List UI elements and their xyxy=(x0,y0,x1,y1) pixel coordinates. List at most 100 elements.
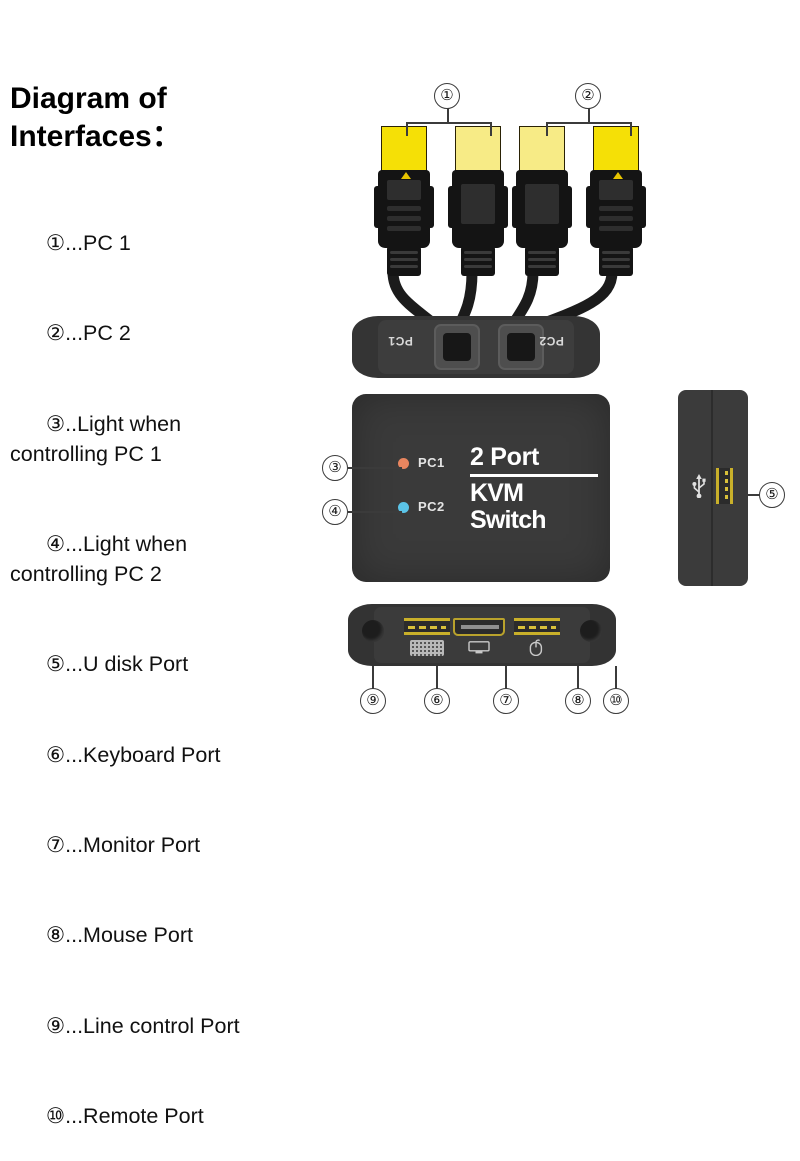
callout-5[interactable]: ⑤ xyxy=(759,482,785,508)
brand-line2: KVM Switch xyxy=(470,479,547,534)
hdmi-rib xyxy=(599,216,633,221)
legend-item: ⑨...Line control Port xyxy=(10,980,290,1070)
callout-1[interactable]: ① xyxy=(434,83,460,109)
legend-marker: ① xyxy=(45,231,66,256)
bracket-1-top xyxy=(406,122,492,124)
led-pc1-label: PC1 xyxy=(418,455,445,470)
rear-port-label-pc2: PC2 xyxy=(539,334,564,348)
legend-item: ③..Light when controlling PC 1 xyxy=(10,379,290,499)
leader-callout-9 xyxy=(372,666,374,690)
callout-9[interactable]: ⑨ xyxy=(360,688,386,714)
bracket-2-left xyxy=(546,122,548,136)
legend-marker: ⑧ xyxy=(45,923,66,948)
legend-label: ...U disk Port xyxy=(65,652,189,677)
remote-jack[interactable] xyxy=(580,620,602,642)
hdmi-shell xyxy=(374,170,434,248)
leader-callout-4 xyxy=(348,511,402,513)
hdmi-triangle-icon xyxy=(401,172,411,179)
hdmi-window xyxy=(461,184,495,224)
callout-8[interactable]: ⑧ xyxy=(565,688,591,714)
legend-label: ...PC 2 xyxy=(65,321,131,346)
leader-callout-10 xyxy=(615,666,617,690)
legend-label: ...Line control Port xyxy=(65,1013,240,1038)
diagram-canvas: Diagram of Interfaces： ①...PC 1 ②...PC 2… xyxy=(10,82,785,1128)
legend-marker: ⑦ xyxy=(45,832,66,857)
callout-3[interactable]: ③ xyxy=(322,455,348,481)
legend-marker: ⑨ xyxy=(45,1013,66,1038)
bracket-2-stem xyxy=(588,108,590,122)
callout-10[interactable]: ⑩ xyxy=(603,688,629,714)
hdmi-triangle-icon xyxy=(613,172,623,179)
legend-marker: ⑥ xyxy=(45,742,66,767)
legend-item: ①...PC 1 xyxy=(10,198,290,288)
hdmi-rib xyxy=(599,226,633,231)
hdmi-strain-relief xyxy=(599,246,633,276)
hdmi-window xyxy=(525,184,559,224)
usb-mouse-port[interactable] xyxy=(514,618,560,635)
legend-label: ...PC 1 xyxy=(65,231,131,256)
hdmi-shell xyxy=(586,170,646,248)
hdmi-tip xyxy=(381,126,427,172)
usb-trident-icon xyxy=(692,474,706,498)
callout-2[interactable]: ② xyxy=(575,83,601,109)
bracket-1-left xyxy=(406,122,408,136)
legend-item: ⑦...Monitor Port xyxy=(10,800,290,890)
monitor-icon xyxy=(468,641,490,654)
hdmi-shell xyxy=(448,170,508,248)
legend-list: ①...PC 1 ②...PC 2 ③..Light when controll… xyxy=(10,198,290,1161)
usb-a-port-udisk[interactable] xyxy=(716,468,733,504)
leader-callout-7 xyxy=(505,666,507,690)
hdmi-rib xyxy=(599,206,633,211)
legend-item: ⑩...Remote Port xyxy=(10,1071,290,1161)
side-panel xyxy=(678,390,748,586)
leader-callout-5 xyxy=(733,494,767,496)
legend-item: ⑤...U disk Port xyxy=(10,619,290,709)
leader-callout-8 xyxy=(577,666,579,690)
led-pc2 xyxy=(398,502,409,513)
legend-marker: ③ xyxy=(45,411,66,436)
page-title-line1: Diagram of xyxy=(10,82,167,115)
hdmi-tip xyxy=(593,126,639,172)
hdmi-window xyxy=(599,180,633,200)
hdmi-strain-relief xyxy=(461,246,495,276)
legend-label: ...Monitor Port xyxy=(65,832,201,857)
rear-hdmi-socket-pc2[interactable] xyxy=(498,324,544,370)
kvm-switch-body: PC1 PC2 2 Port KVM Switch xyxy=(352,394,610,582)
leader-callout-6 xyxy=(436,666,438,690)
callout-7[interactable]: ⑦ xyxy=(493,688,519,714)
product-branding: 2 Port KVM Switch xyxy=(470,444,598,533)
hdmi-monitor-port[interactable] xyxy=(453,618,505,636)
keyboard-icon xyxy=(410,640,444,656)
hdmi-window xyxy=(387,180,421,200)
legend-item: ⑥...Keyboard Port xyxy=(10,710,290,800)
leader-callout-3 xyxy=(348,467,402,469)
usb-keyboard-port[interactable] xyxy=(404,618,450,635)
hdmi-strain-relief xyxy=(387,246,421,276)
led-pc1 xyxy=(398,458,409,469)
legend-marker: ⑩ xyxy=(45,1103,66,1128)
brand-divider xyxy=(470,474,598,478)
legend-label: ...Mouse Port xyxy=(65,923,193,948)
hdmi-shell xyxy=(512,170,572,248)
bracket-1-stem xyxy=(447,108,449,122)
legend-label: ...Remote Port xyxy=(65,1103,204,1128)
hdmi-rib xyxy=(387,216,421,221)
legend-marker: ⑤ xyxy=(45,652,66,677)
callout-6[interactable]: ⑥ xyxy=(424,688,450,714)
brand-line1: 2 Port xyxy=(470,443,540,471)
legend-item: ④...Light when controlling PC 2 xyxy=(10,499,290,619)
hdmi-strain-relief xyxy=(525,246,559,276)
bracket-2-top xyxy=(546,122,632,124)
rear-input-module: PC1 PC2 xyxy=(352,316,600,378)
rear-hdmi-socket-pc1[interactable] xyxy=(434,324,480,370)
legend-label: ...Light when controlling PC 2 xyxy=(10,532,188,587)
led-pc2-label: PC2 xyxy=(418,499,445,514)
side-panel-seam xyxy=(711,390,713,586)
front-port-panel xyxy=(348,604,616,666)
rear-port-label-pc1: PC1 xyxy=(388,334,413,348)
hdmi-tip xyxy=(455,126,501,172)
hdmi-rib xyxy=(387,206,421,211)
legend-item: ⑧...Mouse Port xyxy=(10,890,290,980)
line-control-jack[interactable] xyxy=(362,620,384,642)
callout-4[interactable]: ④ xyxy=(322,499,348,525)
